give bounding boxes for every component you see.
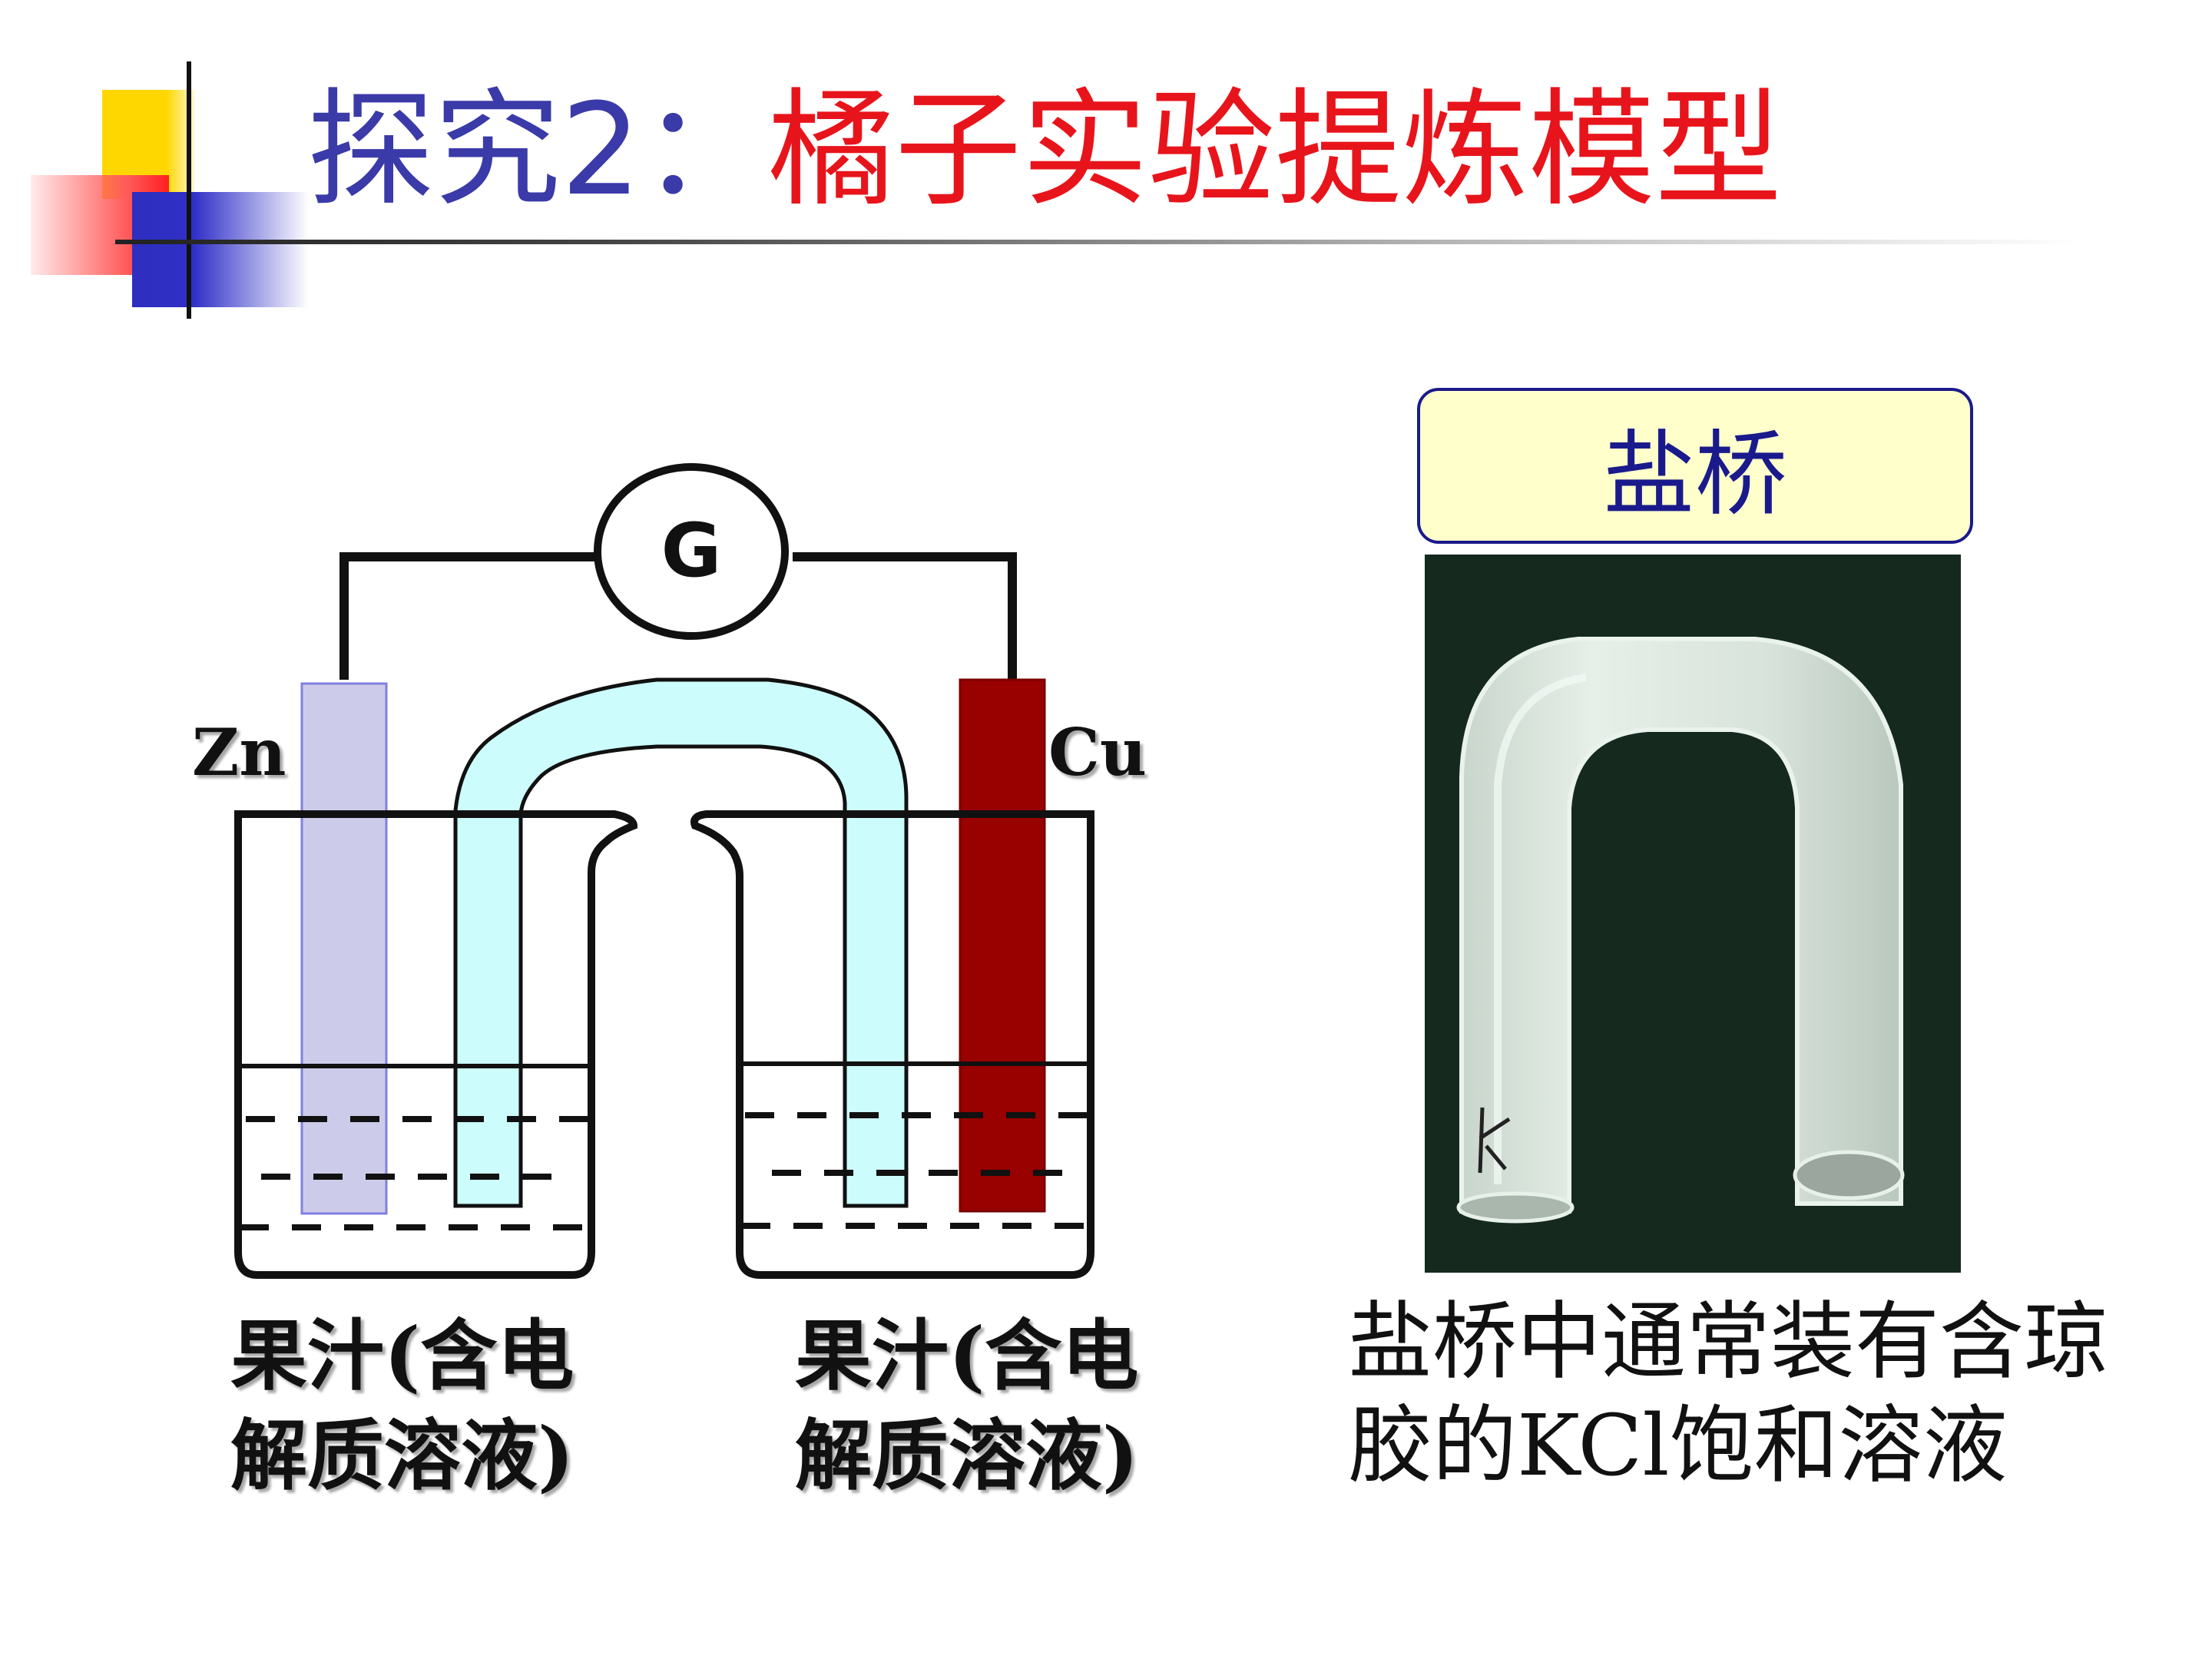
zn-electrode — [300, 682, 388, 1215]
title-underline — [115, 240, 2081, 244]
cu-electrode — [959, 678, 1046, 1213]
title-main: 橘子实验提炼模型 — [767, 76, 1782, 224]
caption-line1: 盐桥中通常装有含琼 — [1348, 1293, 2108, 1391]
galvanometer-label: G — [661, 508, 722, 594]
title-prefix: 探究2： — [307, 76, 768, 224]
page-title: 探究2：橘子实验提炼模型 — [307, 73, 1782, 227]
decor-vertical-line — [187, 61, 191, 319]
salt-bridge-photo — [1425, 555, 1961, 1273]
salt-bridge-heading: 盐桥 — [1603, 421, 1787, 528]
circuit-wire — [339, 552, 1017, 680]
decor-blue-square — [132, 192, 309, 307]
left-solution-line2: 解质溶液) — [230, 1410, 575, 1501]
salt-bridge-tube — [453, 677, 909, 1208]
caption-line2: 胶的KCl饱和溶液 — [1348, 1396, 2008, 1495]
u-tube — [1459, 637, 1903, 1214]
left-solution-label: 果汁(含电 解质溶液) — [230, 1306, 574, 1505]
cu-label: Cu — [1048, 714, 1147, 790]
left-beaker — [234, 810, 638, 1279]
right-beaker — [690, 810, 1094, 1279]
right-solution-line1: 果汁(含电 — [795, 1310, 1139, 1401]
left-solution-line1: 果汁(含电 — [230, 1310, 575, 1401]
zn-label: Zn — [192, 714, 286, 790]
salt-bridge-heading-box: 盐桥 — [1417, 388, 1973, 544]
galvanometer — [594, 463, 789, 640]
right-solution-label: 果汁(含电 解质溶液) — [795, 1306, 1138, 1505]
salt-bridge-caption: 盐桥中通常装有含琼 胶的KCl饱和溶液 — [1348, 1290, 2108, 1498]
solution-dashes — [240, 1112, 1089, 1230]
galvanic-cell-diagram: G — [234, 463, 1094, 1279]
right-solution-line2: 解质溶液) — [795, 1410, 1139, 1501]
